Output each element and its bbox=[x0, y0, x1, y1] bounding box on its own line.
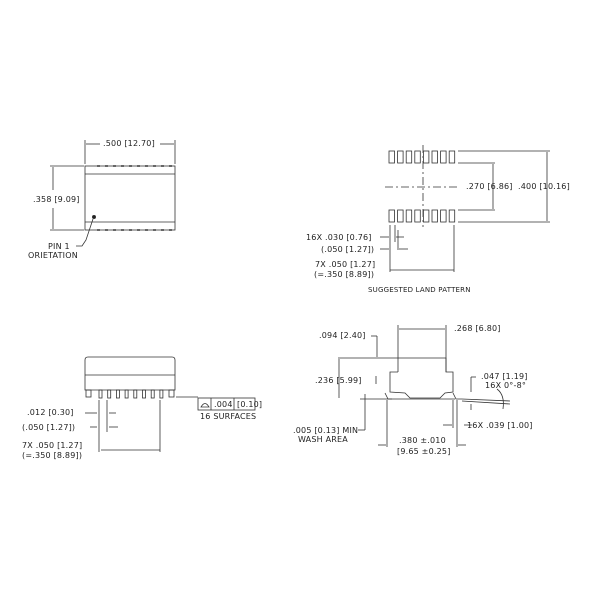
lead bbox=[150, 389, 155, 399]
land-pad bbox=[405, 209, 413, 223]
lead bbox=[116, 389, 120, 399]
wash-dimension: .005 [0.13] MIN bbox=[293, 426, 359, 435]
height-dimension-end: .236 [5.99] bbox=[315, 376, 362, 385]
land-pad bbox=[431, 209, 438, 223]
coplanarity-value: .004 bbox=[214, 400, 233, 409]
lead bbox=[133, 389, 138, 399]
pad-width-dimension: 16X .030 [0.76] bbox=[306, 233, 372, 242]
land-pad bbox=[448, 150, 456, 164]
top-width-dimension: .268 [6.80] bbox=[454, 324, 501, 333]
orientation-label: ORIETATION bbox=[28, 251, 78, 260]
coplanarity-box bbox=[197, 397, 256, 411]
pad-span-line1: 7X .050 [1.27] bbox=[315, 260, 376, 269]
lead bbox=[98, 389, 103, 399]
top-view-outline bbox=[50, 140, 176, 247]
land-pad bbox=[397, 209, 404, 223]
lead-span-dimension-mm: [9.65 ±0.25] bbox=[397, 447, 451, 456]
lead-angle: 16X 0°-8° bbox=[485, 381, 527, 390]
standoff bbox=[168, 389, 175, 398]
land-pad bbox=[448, 209, 456, 223]
pad-span-line2: (=.350 [8.89]) bbox=[314, 270, 375, 279]
lead-span-line1: 7X .050 [1.27] bbox=[22, 441, 83, 450]
lead-width-dimension: .012 [0.30] bbox=[27, 408, 74, 417]
land-pad bbox=[405, 150, 413, 164]
land-pad bbox=[414, 150, 421, 164]
lead bbox=[142, 389, 146, 399]
pin1-label: PIN 1 bbox=[48, 242, 70, 251]
side-view-lines bbox=[84, 356, 256, 452]
land-pad bbox=[440, 209, 447, 223]
land-pattern-lines bbox=[380, 145, 550, 272]
land-pad bbox=[422, 209, 430, 223]
coplanarity-mm: [0.10] bbox=[237, 400, 263, 409]
land-pad bbox=[431, 150, 438, 164]
lead-span-dimension: .380 ±.010 bbox=[399, 436, 446, 445]
standoff-dimension: .094 [2.40] bbox=[319, 331, 366, 340]
land-pad bbox=[440, 150, 447, 164]
surfaces-label: 16 SURFACES bbox=[200, 412, 257, 421]
lead-height-dimension: .047 [1.19] bbox=[481, 372, 528, 381]
land-pad bbox=[422, 150, 430, 164]
land-pad bbox=[397, 150, 404, 164]
land-inner-dimension: .270 [6.86] bbox=[466, 182, 513, 191]
land-pattern-caption: SUGGESTED LAND PATTERN bbox=[368, 286, 471, 294]
lead bbox=[159, 389, 164, 399]
land-pad bbox=[388, 150, 395, 164]
lead-pitch-dimension: (.050 [1.27]) bbox=[22, 423, 76, 432]
pin1-dot bbox=[92, 214, 97, 219]
lead bbox=[124, 389, 129, 399]
land-pad bbox=[388, 209, 395, 223]
width-dimension: .500 [12.70] bbox=[103, 139, 155, 148]
pad-pitch-dimension: (.050 [1.27]) bbox=[321, 245, 375, 254]
lead bbox=[107, 389, 112, 399]
land-outer-dimension: .400 [10.16] bbox=[518, 182, 570, 191]
height-dimension: .358 [9.09] bbox=[33, 195, 80, 204]
end-view-lines bbox=[338, 325, 511, 447]
lead-span-line2: (=.350 [8.89]) bbox=[22, 451, 83, 460]
standoff bbox=[85, 389, 92, 398]
wash-area-label: WASH AREA bbox=[298, 435, 348, 444]
foot-length-dimension: 16X .039 [1.00] bbox=[467, 421, 533, 430]
land-pad bbox=[414, 209, 421, 223]
